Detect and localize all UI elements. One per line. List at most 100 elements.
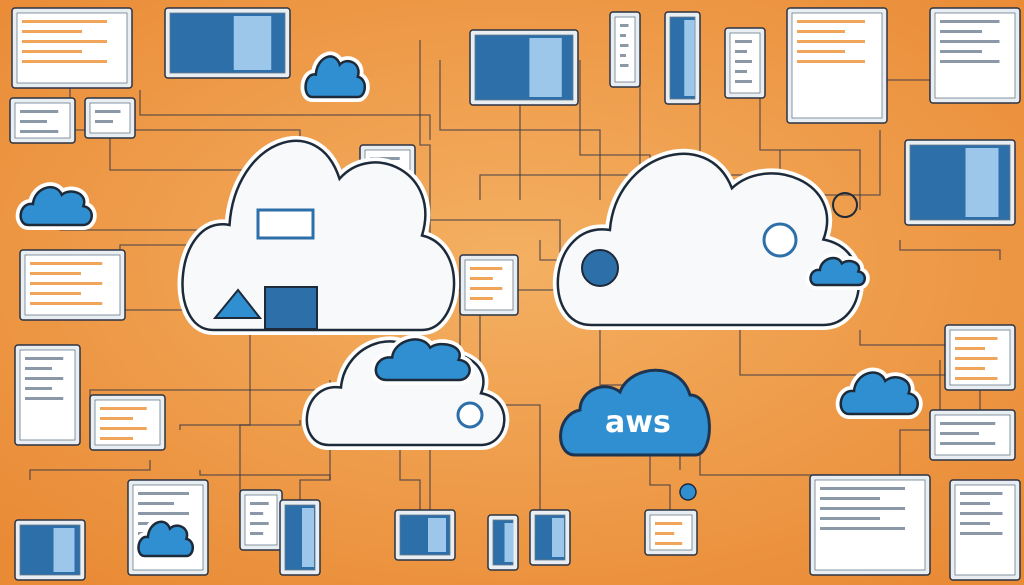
- window-icon: [256, 208, 315, 240]
- connection-line: [759, 90, 861, 210]
- panel-text-line: [735, 80, 752, 83]
- panel-text-line: [820, 497, 880, 500]
- panel-text-line: [940, 442, 996, 445]
- panel-text-line: [960, 522, 990, 525]
- panel-text-line: [797, 50, 845, 53]
- panel-text-line: [100, 417, 133, 420]
- panel-text-line: [30, 262, 103, 265]
- panel-window: [233, 16, 272, 70]
- panel-text-line: [940, 30, 982, 33]
- panel-text-line: [940, 20, 1000, 23]
- panel-text-line: [960, 502, 990, 505]
- panel-text-line: [820, 487, 905, 490]
- panel-text-line: [620, 24, 629, 27]
- panel-text-line: [955, 347, 985, 350]
- panel-text-line: [955, 337, 998, 340]
- panel-text-line: [735, 60, 752, 63]
- panel-text-line: [620, 54, 626, 57]
- connection-line: [139, 90, 431, 140]
- clouds: [15, 51, 923, 561]
- panel-text-line: [797, 60, 865, 63]
- connection-line: [419, 40, 431, 250]
- panel-text-line: [655, 542, 683, 545]
- panel-text-line: [470, 287, 503, 290]
- panel-text-line: [22, 40, 107, 43]
- chart-badge-icon: [581, 249, 619, 287]
- panel-text-line: [25, 387, 52, 390]
- connection-line: [199, 470, 331, 480]
- panel-text-line: [30, 282, 103, 285]
- panel-text-line: [820, 507, 905, 510]
- panel-text-line: [25, 357, 64, 360]
- panel-text-line: [940, 50, 982, 53]
- panel-window: [302, 508, 314, 567]
- panel-screen: [791, 12, 883, 119]
- panel-text-line: [620, 44, 629, 47]
- aws-logo-text: aws: [605, 405, 671, 440]
- small-cloud-icon: [19, 185, 93, 227]
- panel-text-line: [960, 512, 1003, 515]
- small-cloud-icon: [839, 371, 919, 416]
- panel-text-line: [100, 407, 147, 410]
- panel-text-line: [250, 502, 269, 505]
- connection-line: [239, 330, 251, 520]
- aws-cloud-shape: [559, 368, 711, 457]
- panel-text-line: [138, 492, 189, 495]
- panel-screen: [954, 484, 1016, 576]
- panel-text-line: [250, 522, 269, 525]
- node-icon: [456, 401, 484, 429]
- connection-line: [399, 440, 421, 520]
- panel-text-line: [940, 60, 1000, 63]
- panel-text-line: [30, 302, 103, 305]
- panel-text-line: [735, 50, 747, 53]
- panel-text-line: [95, 110, 121, 113]
- panel-text-line: [735, 40, 752, 43]
- panel-text-line: [955, 367, 985, 370]
- panel-window: [529, 38, 562, 97]
- panel-text-line: [470, 267, 503, 270]
- panel-text-line: [940, 432, 979, 435]
- gauge-icon: [762, 222, 798, 258]
- node-icon: [679, 483, 697, 501]
- panel-text-line: [960, 492, 1003, 495]
- small-cloud-icon: [137, 520, 195, 558]
- panel-text-line: [20, 130, 59, 133]
- panel-text-line: [138, 512, 189, 515]
- panel-text-line: [940, 40, 1000, 43]
- panel-text-line: [30, 272, 81, 275]
- panel-screen: [89, 102, 131, 134]
- panel-text-line: [95, 120, 113, 123]
- connection-line: [899, 240, 1001, 260]
- connection-line: [479, 280, 541, 530]
- node-icon: [832, 192, 858, 218]
- panel-text-line: [820, 517, 880, 520]
- panel-text-line: [655, 522, 683, 525]
- large-cloud-left: [181, 139, 456, 332]
- panel-screen: [16, 12, 128, 84]
- panel-text-line: [960, 532, 1003, 535]
- panel-text-line: [138, 502, 174, 505]
- panel-screen: [19, 349, 76, 441]
- panel-text-line: [25, 377, 64, 380]
- panel-text-line: [797, 20, 865, 23]
- panel-text-line: [22, 30, 82, 33]
- panel-window: [684, 20, 695, 96]
- panel-text-line: [22, 20, 107, 23]
- panel-text-line: [955, 357, 998, 360]
- panel-text-line: [25, 397, 64, 400]
- small-cloud-icon: [304, 55, 367, 99]
- panel-window: [53, 528, 75, 572]
- panel-text-line: [797, 30, 845, 33]
- monitor-icon: [264, 286, 318, 330]
- connection-line: [29, 460, 151, 480]
- panel-window: [428, 518, 446, 552]
- panel-text-line: [470, 277, 493, 280]
- panel-text-line: [250, 512, 264, 515]
- panel-text-line: [940, 422, 996, 425]
- panel-screen: [934, 12, 1016, 99]
- panel-window: [504, 523, 514, 562]
- panel-text-line: [20, 120, 47, 123]
- panel-text-line: [30, 292, 81, 295]
- panel-screen: [814, 479, 926, 571]
